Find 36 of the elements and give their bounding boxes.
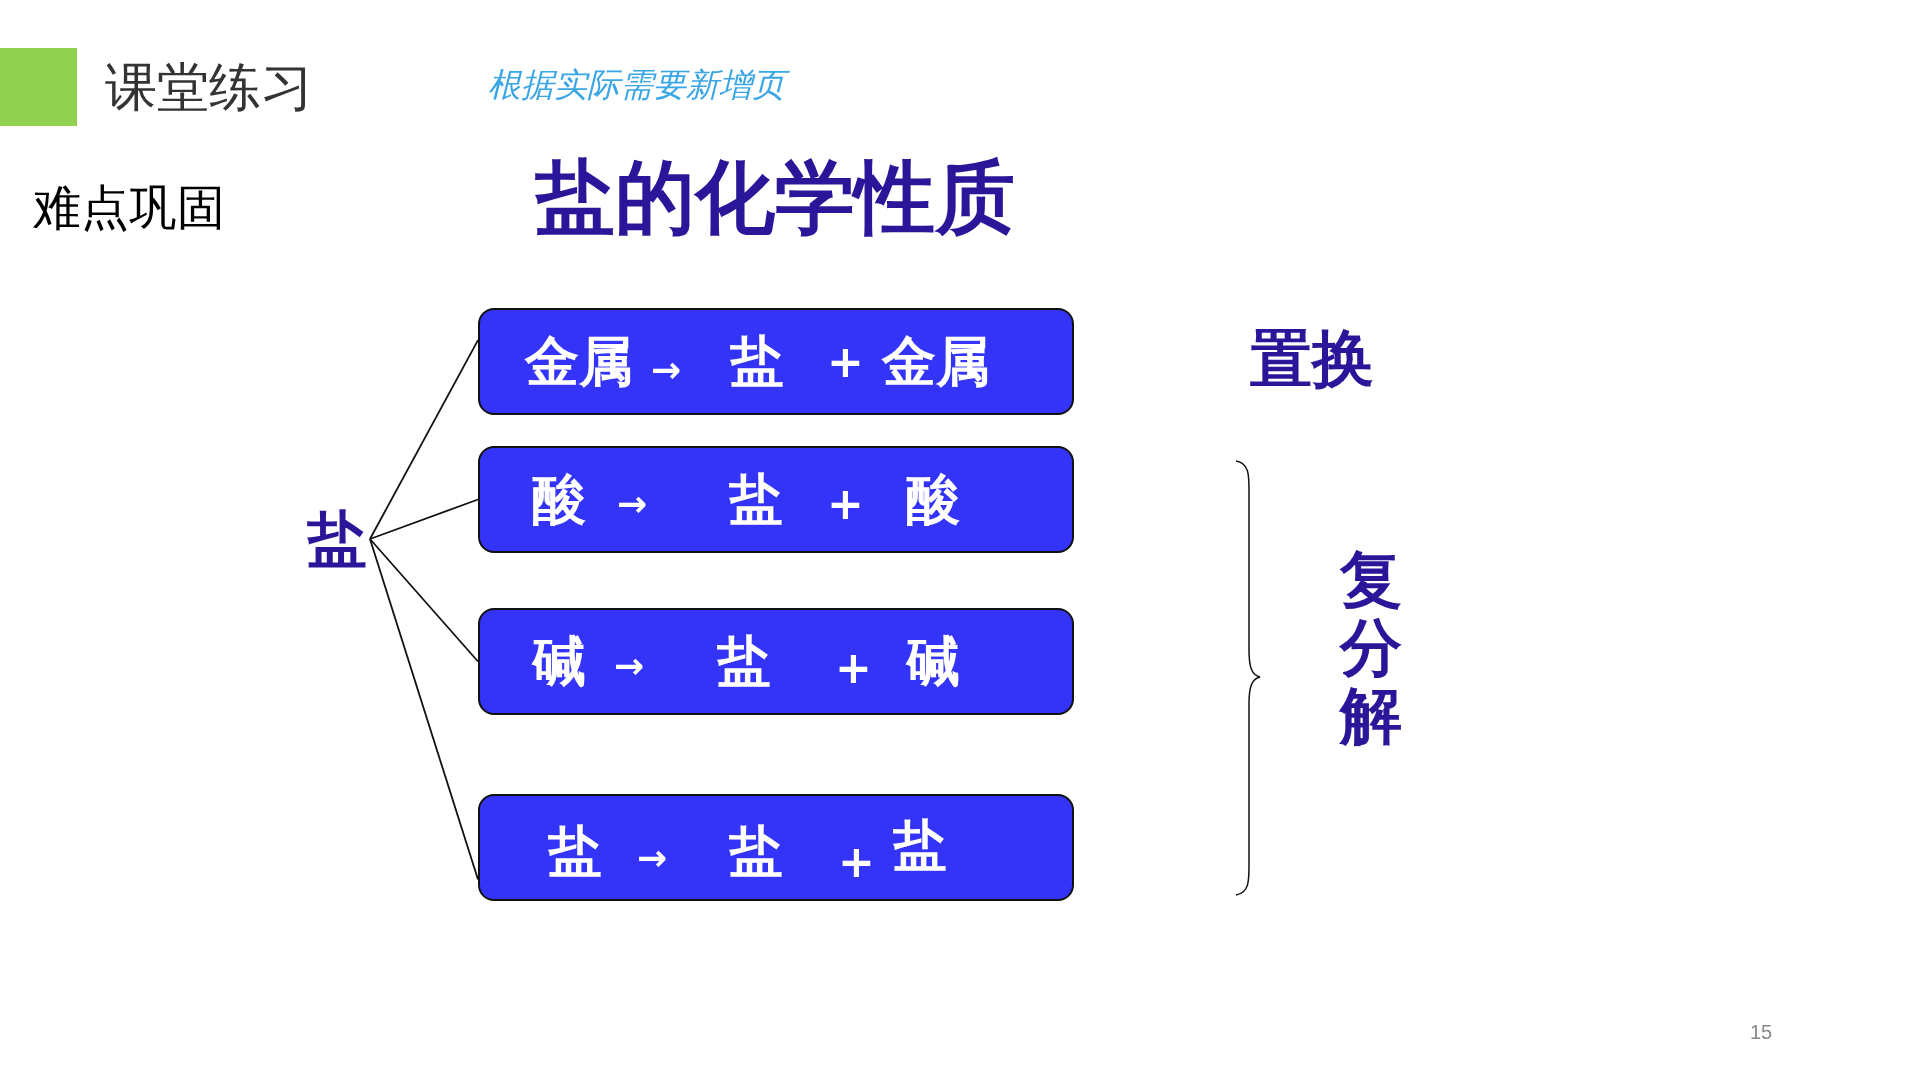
product-text: 盐 xyxy=(893,815,947,876)
reactant-text: 盐 xyxy=(548,821,602,882)
plus-sign: + xyxy=(827,479,864,528)
connector-line xyxy=(369,538,479,881)
reaction-box xyxy=(478,794,1074,901)
connector-line xyxy=(369,339,479,540)
reactant-text: 酸 xyxy=(532,469,586,530)
arrow-symbol: → xyxy=(614,645,645,686)
arrow-symbol: → xyxy=(617,483,648,524)
category-label: 复分解 xyxy=(1340,546,1402,751)
subheading: 难点巩固 xyxy=(33,178,225,236)
connector-line xyxy=(369,538,479,663)
slide-title: 盐的化学性质 xyxy=(535,152,1015,244)
product-text: 酸 xyxy=(906,469,960,530)
product-text: 盐 xyxy=(729,469,783,530)
reactant-text: 金属 xyxy=(525,331,633,392)
arrow-symbol: → xyxy=(637,837,668,878)
plus-sign: + xyxy=(827,337,864,386)
product-text: 金属 xyxy=(882,331,990,392)
section-heading: 课堂练习 xyxy=(105,56,313,118)
plus-sign: + xyxy=(838,837,875,886)
product-text: 盐 xyxy=(730,331,784,392)
product-text: 碱 xyxy=(906,631,960,692)
reactant-text: 碱 xyxy=(532,631,586,692)
topic-label: 盐 xyxy=(306,504,368,574)
reaction-box xyxy=(478,308,1074,415)
arrow-symbol: → xyxy=(651,349,682,390)
product-text: 盐 xyxy=(729,821,783,882)
product-text: 盐 xyxy=(717,631,771,692)
reaction-box xyxy=(478,446,1074,553)
connector-line xyxy=(369,498,479,540)
hint-text: 根据实际需要新增页 xyxy=(486,64,797,108)
reaction-box xyxy=(478,608,1074,715)
category-label: 置换 xyxy=(1250,322,1374,396)
plus-sign: + xyxy=(835,643,872,692)
page-number: 15 xyxy=(1750,1020,1773,1044)
